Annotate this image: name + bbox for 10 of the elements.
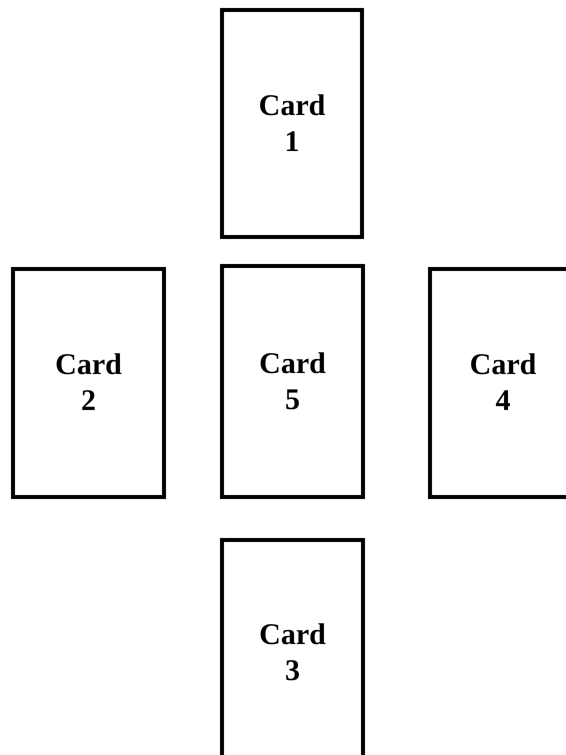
card-box bbox=[428, 267, 566, 499]
card-box bbox=[220, 538, 365, 755]
card-box bbox=[11, 267, 166, 499]
card-label: Card 4 bbox=[468, 347, 538, 419]
card-box bbox=[220, 264, 365, 499]
card-label: Card 5 bbox=[258, 346, 327, 418]
card-label: Card 1 bbox=[258, 88, 326, 160]
card-box bbox=[220, 8, 364, 239]
card-label: Card 3 bbox=[258, 617, 327, 689]
card-label: Card 2 bbox=[54, 347, 123, 419]
